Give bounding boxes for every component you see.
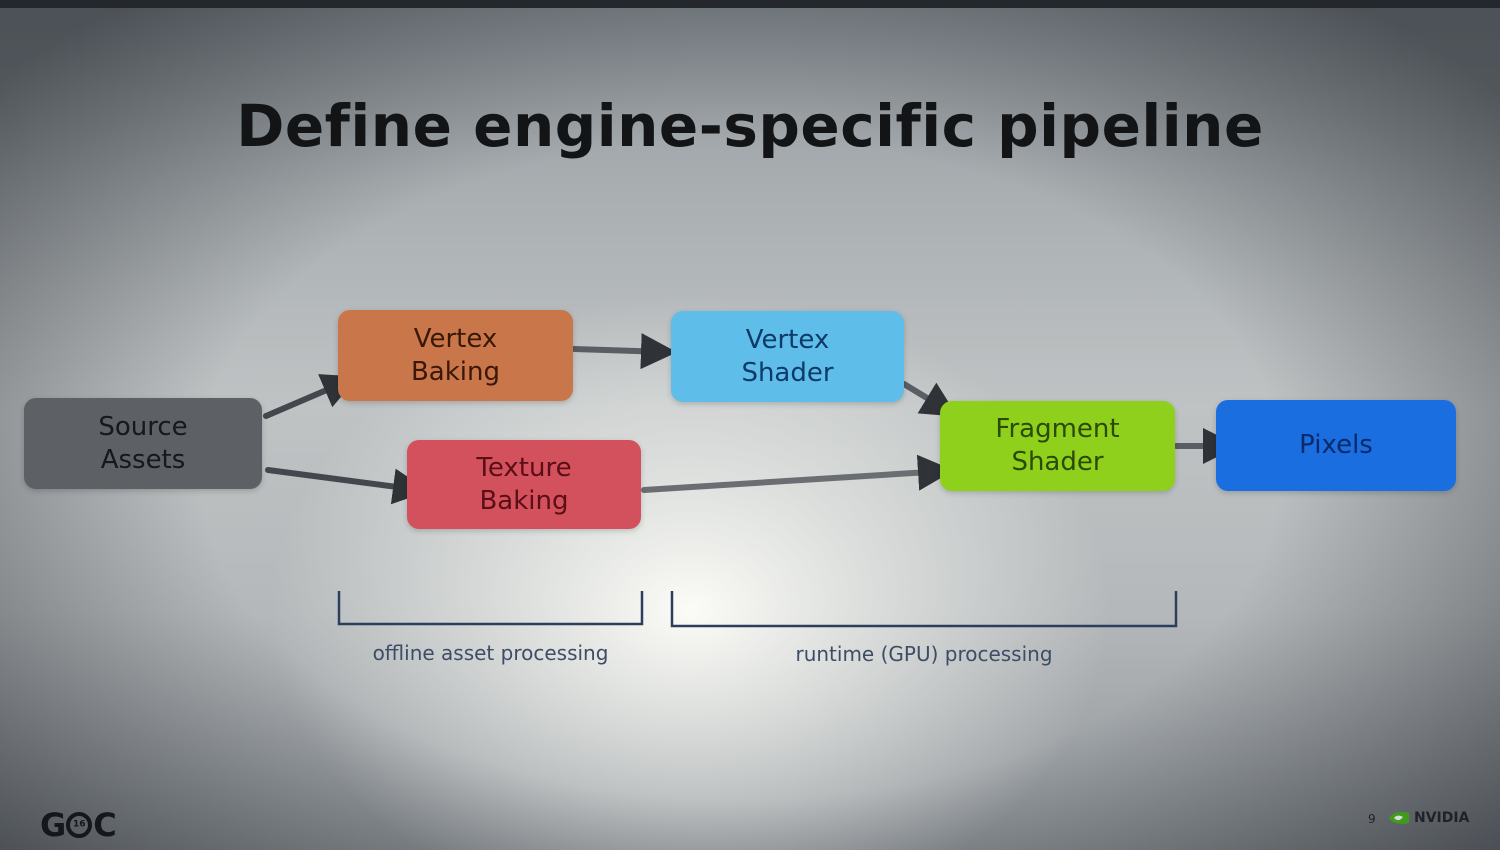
node-texture-baking-label: Texture Baking xyxy=(476,452,572,516)
gdc-logo-o: 16 xyxy=(66,812,93,838)
node-source-assets-label: Source Assets xyxy=(98,411,188,475)
node-source-assets: Source Assets xyxy=(24,398,262,489)
node-vertex-baking: Vertex Baking xyxy=(338,310,573,401)
slide-title: Define engine-specific pipeline xyxy=(236,92,1264,160)
page-number: 9 xyxy=(1368,812,1376,826)
nvidia-eye-icon xyxy=(1389,812,1409,824)
nvidia-wordmark: NVIDIA xyxy=(1414,810,1470,826)
runtime-bracket xyxy=(670,591,1178,628)
edge-source-to-texture-baking xyxy=(265,467,429,505)
node-vertex-shader: Vertex Shader xyxy=(671,311,904,402)
offline-processing-caption: offline asset processing xyxy=(372,641,609,665)
nvidia-logo: NVIDIA xyxy=(1388,810,1469,826)
node-vertex-shader-label: Vertex Shader xyxy=(741,324,834,388)
node-texture-baking: Texture Baking xyxy=(407,440,641,529)
edge-vertex-baking-to-vertex-shader xyxy=(571,333,677,370)
runtime-processing-caption: runtime (GPU) processing xyxy=(795,642,1053,666)
node-pixels: Pixels xyxy=(1216,400,1456,491)
node-fragment-shader-label: Fragment Shader xyxy=(995,414,1120,477)
projector-top-edge xyxy=(0,0,1500,8)
offline-bracket xyxy=(337,591,644,626)
node-pixels-label: Pixels xyxy=(1299,430,1373,460)
edge-texture-baking-to-fragment-shader xyxy=(641,454,954,493)
gdc-logo-g: G xyxy=(40,806,66,844)
node-vertex-baking-label: Vertex Baking xyxy=(410,323,501,387)
node-fragment-shader: Fragment Shader xyxy=(940,401,1175,491)
edge-source-to-vertex-baking xyxy=(263,374,359,419)
gdc-logo-c: C xyxy=(93,806,117,844)
